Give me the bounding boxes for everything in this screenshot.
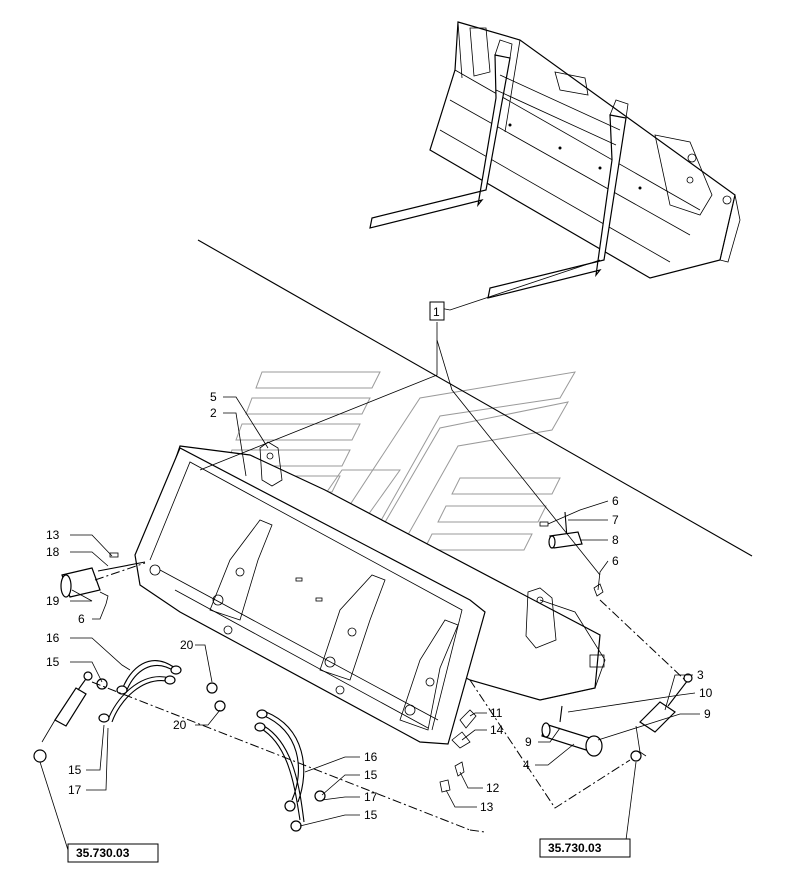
callout-19: 19 bbox=[46, 594, 60, 608]
hydraulic-hoses bbox=[91, 660, 486, 833]
callout-3: 3 bbox=[697, 668, 704, 682]
callout-labels: 1 5 2 13 18 19 6 6 7 8 6 3 10 9 9 4 11 1… bbox=[46, 301, 713, 822]
callout-15-left-upper: 15 bbox=[46, 655, 60, 669]
callout-17-right: 17 bbox=[364, 790, 378, 804]
callout-17-left: 17 bbox=[68, 783, 82, 797]
callout-16-right: 16 bbox=[364, 750, 378, 764]
callout-6-upper: 6 bbox=[612, 494, 619, 508]
main-bucket bbox=[134, 441, 606, 745]
callout-1: 1 bbox=[433, 305, 440, 319]
callout-18: 18 bbox=[46, 545, 60, 559]
callout-4: 4 bbox=[523, 758, 530, 772]
callout-6-right: 6 bbox=[612, 554, 619, 568]
hydraulic-cylinder-left bbox=[33, 671, 93, 763]
callout-15-right-lower: 15 bbox=[364, 808, 378, 822]
callout-6-left: 6 bbox=[78, 612, 85, 626]
callout-10: 10 bbox=[699, 686, 713, 700]
callout-9-right: 9 bbox=[704, 707, 711, 721]
separator-line bbox=[197, 239, 753, 557]
pin-group-upper-right bbox=[539, 511, 604, 597]
fork-bucket-assembly bbox=[369, 21, 741, 299]
callout-12: 12 bbox=[486, 781, 500, 795]
callout-16-left: 16 bbox=[46, 631, 60, 645]
hydraulic-cylinder-right bbox=[469, 599, 693, 809]
fastener-group bbox=[97, 552, 477, 793]
callout-15-left-lower: 15 bbox=[68, 763, 82, 777]
reference-box-left[interactable]: 35.730.03 bbox=[67, 843, 159, 863]
small-parts bbox=[33, 511, 693, 833]
reference-box-right[interactable]: 35.730.03 bbox=[539, 838, 631, 858]
callout-11: 11 bbox=[490, 706, 503, 720]
pin-group-lower-right bbox=[541, 705, 603, 757]
callout-8: 8 bbox=[612, 533, 619, 547]
callout-9-left: 9 bbox=[525, 735, 532, 749]
callout-5: 5 bbox=[210, 390, 217, 404]
callout-20-lower: 20 bbox=[173, 718, 187, 732]
leader-lines bbox=[39, 259, 700, 851]
callout-7: 7 bbox=[612, 513, 619, 527]
reference-label-left: 35.730.03 bbox=[76, 846, 130, 860]
callout-13-left: 13 bbox=[46, 528, 60, 542]
reference-label-right: 35.730.03 bbox=[548, 841, 602, 855]
cylinder-body-left bbox=[60, 562, 146, 605]
callout-box-1 bbox=[429, 301, 445, 321]
callout-13-right: 13 bbox=[480, 800, 494, 814]
callout-2: 2 bbox=[210, 406, 217, 420]
callout-14: 14 bbox=[490, 723, 504, 737]
callout-20-upper: 20 bbox=[180, 638, 194, 652]
callout-15-right-upper: 15 bbox=[364, 768, 378, 782]
